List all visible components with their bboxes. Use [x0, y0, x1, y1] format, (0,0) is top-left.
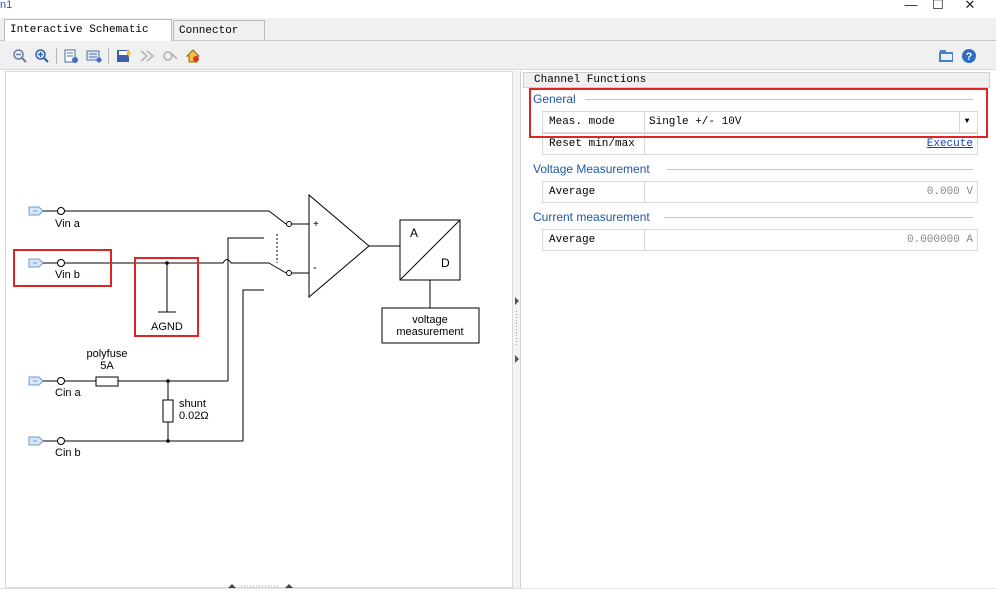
disabled-action-icon[interactable]: [139, 48, 155, 64]
group-divider: [667, 169, 973, 170]
save-config-icon[interactable]: [116, 48, 132, 64]
zoom-out-icon[interactable]: [12, 48, 28, 64]
wire: [65, 259, 269, 264]
terminal-vin-a[interactable]: [28, 206, 65, 216]
adc-a-label: A: [410, 226, 418, 240]
toolbar: ?: [0, 41, 996, 70]
group-current-title: Current measurement: [533, 210, 650, 224]
wire: [227, 237, 264, 381]
junction: [166, 439, 170, 443]
voltage-measurement-label-1: voltage: [412, 314, 447, 326]
group-divider: [664, 217, 973, 218]
open-folder-icon[interactable]: [938, 48, 954, 64]
group-divider: [585, 99, 973, 100]
close-button[interactable]: ✕: [964, 0, 976, 12]
highlight-general: [529, 88, 988, 138]
panel-splitter[interactable]: [513, 71, 520, 588]
label-cin-a: Cin a: [55, 387, 82, 399]
voltage-average-value: 0.000 V: [926, 186, 973, 198]
label-agnd: AGND: [151, 321, 183, 333]
disabled-action-icon-2[interactable]: [162, 48, 178, 64]
shunt-value: 0.02Ω: [179, 410, 209, 422]
adc-d-label: D: [441, 256, 450, 270]
adc-diagonal: [399, 219, 461, 281]
switch-contact: [286, 221, 292, 227]
group-general-title: General: [533, 92, 576, 106]
properties-icon[interactable]: [63, 48, 79, 64]
terminal-cin-b[interactable]: [28, 436, 65, 446]
wire: [242, 289, 264, 441]
reset-row: Reset min/max Execute: [542, 133, 978, 155]
chevron-down-icon[interactable]: ▼: [959, 112, 974, 132]
status-bar: [0, 588, 996, 600]
switch: [268, 262, 287, 274]
switch: [268, 210, 287, 225]
expand-arrow-icon[interactable]: [285, 584, 293, 588]
current-average-row: Average 0.000000 A: [542, 229, 978, 251]
voltage-measurement-block[interactable]: [381, 307, 480, 344]
settings-icon[interactable]: [86, 48, 102, 64]
current-average-value: 0.000000 A: [906, 234, 973, 246]
maximize-button[interactable]: ☐: [932, 0, 944, 12]
title-bar: n1 — ☐ ✕: [0, 0, 996, 14]
collapse-arrow-icon[interactable]: [228, 584, 236, 588]
voltage-measurement-label-2: measurement: [396, 326, 463, 338]
meas-mode-row: Meas. mode Single +/- 10V ▼: [542, 111, 978, 133]
meas-mode-select[interactable]: Single +/- 10V ▼: [645, 112, 977, 132]
label-cin-b: Cin b: [55, 447, 81, 459]
connect-icon[interactable]: [185, 48, 201, 64]
amp-plus-label: +: [313, 219, 319, 230]
meas-mode-value: Single +/- 10V: [649, 116, 742, 128]
shunt-label: shunt: [179, 398, 206, 410]
group-voltage-title: Voltage Measurement: [533, 162, 650, 176]
label-vin-a: Vin a: [55, 218, 81, 230]
current-average-label: Average: [543, 230, 645, 250]
schematic-canvas[interactable]: Vin a Vin b AGND + - A: [5, 71, 513, 588]
meas-mode-label: Meas. mode: [543, 112, 645, 132]
toolbar-separator: [56, 48, 57, 64]
polyfuse-label: polyfuse: [87, 348, 128, 360]
window-title: n1: [0, 0, 13, 11]
tab-connector-view[interactable]: Connector View: [173, 20, 265, 57]
toolbar-separator: [108, 48, 109, 64]
view-tab-strip: Interactive Schematic View Connector Vie…: [0, 18, 996, 57]
switch-contact: [286, 270, 292, 276]
voltage-average-row: Average 0.000 V: [542, 181, 978, 203]
tab-interactive-schematic-view[interactable]: Interactive Schematic View: [4, 19, 172, 56]
voltage-average-label: Average: [543, 182, 645, 202]
svg-text:?: ?: [966, 51, 973, 63]
reset-label: Reset min/max: [543, 134, 645, 154]
zoom-in-icon[interactable]: [34, 48, 50, 64]
terminal-vin-b[interactable]: [28, 258, 65, 268]
terminal-cin-a[interactable]: [28, 376, 65, 386]
amp-minus-label: -: [313, 262, 317, 274]
polyfuse: [95, 376, 119, 387]
label-vin-b: Vin b: [55, 269, 80, 281]
amplifier: [308, 193, 370, 299]
channel-functions-panel: Channel Functions General Meas. mode Sin…: [520, 71, 991, 588]
polyfuse-rating: 5A: [100, 360, 114, 372]
panel-header: Channel Functions: [523, 72, 990, 88]
highlight-vin-b: [13, 249, 112, 287]
help-icon[interactable]: ?: [961, 48, 977, 64]
highlight-agnd: [134, 257, 199, 337]
shunt-resistor: [162, 399, 174, 423]
execute-link[interactable]: Execute: [926, 138, 973, 150]
minimize-button[interactable]: —: [904, 0, 918, 12]
